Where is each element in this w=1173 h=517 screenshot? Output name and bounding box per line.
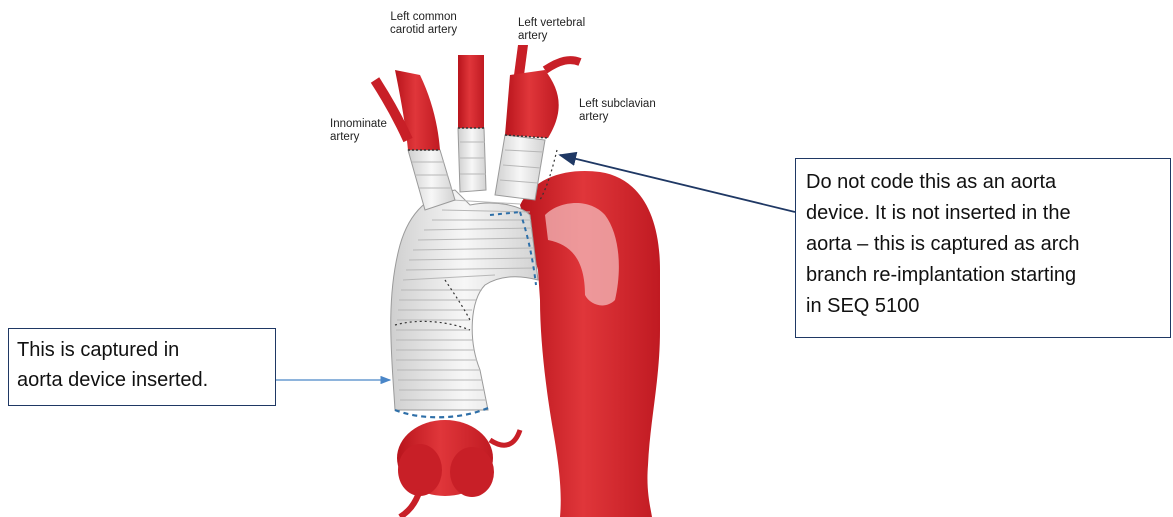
label-left-vertebral-artery: Left vertebral artery	[518, 17, 585, 43]
label-line: artery	[330, 131, 387, 144]
callout-line: aorta device inserted.	[17, 365, 267, 395]
callout-box-left: This is captured in aorta device inserte…	[8, 328, 276, 406]
label-line: Left vertebral	[518, 17, 585, 30]
callout-line: branch re-implantation starting	[806, 260, 1160, 291]
descending-aorta	[520, 171, 660, 517]
label-line: artery	[579, 111, 656, 124]
label-innominate-artery: Innominate artery	[330, 118, 387, 144]
callout-line: device. It is not inserted in the	[806, 198, 1160, 229]
label-line: artery	[518, 30, 585, 43]
graft-tube	[391, 190, 538, 417]
callout-line: Do not code this as an aorta	[806, 167, 1160, 198]
callout-line: aorta – this is captured as arch	[806, 229, 1160, 260]
label-line: carotid artery	[390, 24, 457, 37]
aortic-root	[397, 420, 520, 517]
label-left-common-carotid-artery: Left common carotid artery	[390, 11, 457, 37]
callout-line: in SEQ 5100	[806, 291, 1160, 322]
label-line: Left common	[390, 11, 457, 24]
callout-line: This is captured in	[17, 335, 267, 365]
label-line: Innominate	[330, 118, 387, 131]
label-line: Left subclavian	[579, 98, 656, 111]
callout-box-right: Do not code this as an aorta device. It …	[795, 158, 1171, 338]
label-left-subclavian-artery: Left subclavian artery	[579, 98, 656, 124]
